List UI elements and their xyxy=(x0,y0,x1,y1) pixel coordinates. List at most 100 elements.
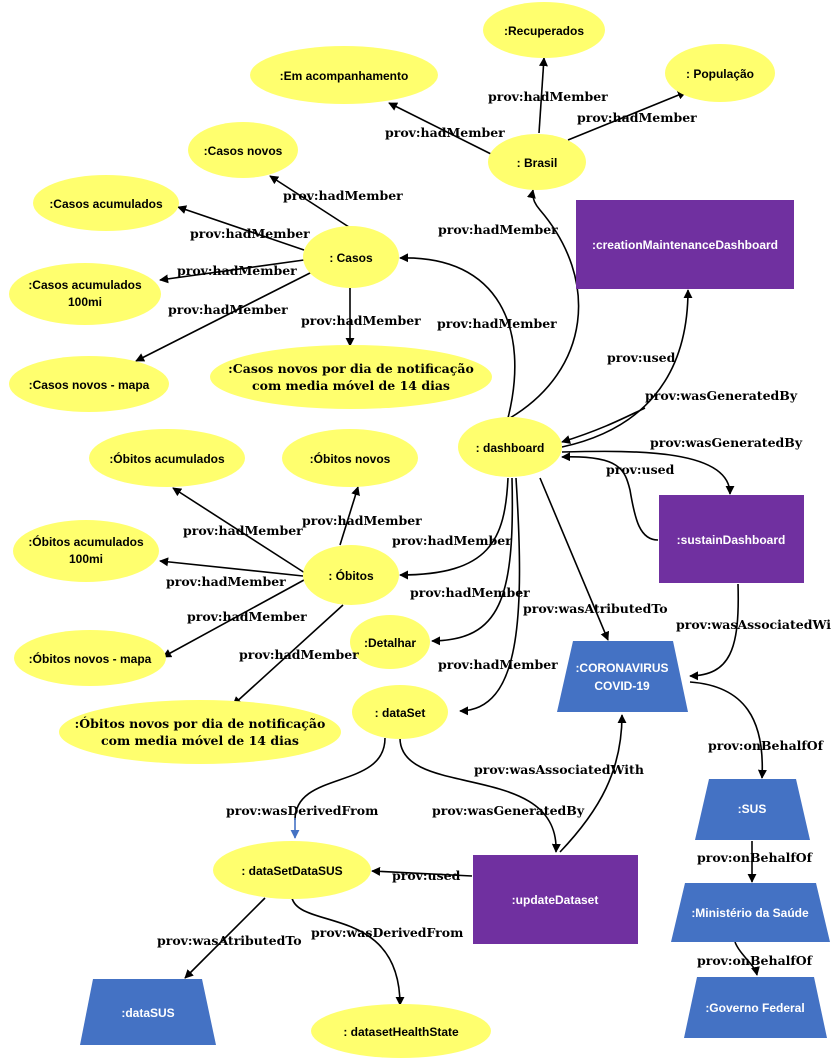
label-ministerio-behalf-governo: prov:onBehalfOf xyxy=(697,953,814,968)
activity-update-dataset[interactable]: :updateDataset xyxy=(473,855,638,944)
svg-text:: dataSetDataSUS: : dataSetDataSUS xyxy=(241,864,342,878)
edge-datasetdatasus-derived-healthstate xyxy=(291,897,405,1006)
agent-coronavirus[interactable]: :CORONAVIRUS COVID-19 xyxy=(557,641,688,712)
svg-text::Óbitos novos: :Óbitos novos xyxy=(310,451,391,466)
svg-text:: Brasil: : Brasil xyxy=(517,156,558,170)
svg-text::Recuperados: :Recuperados xyxy=(504,24,584,38)
edge-dashboard-generated-by-creation xyxy=(561,407,646,444)
activity-sustain-dashboard[interactable]: :sustainDashboard xyxy=(659,495,804,583)
svg-text:: datasetHealthState: : datasetHealthState xyxy=(343,1025,459,1039)
label-obitos-obitos-acumulados: prov:hadMember xyxy=(183,523,303,538)
svg-text::Óbitos acumulados: :Óbitos acumulados xyxy=(109,451,225,466)
label-casos-casos-novos: prov:hadMember xyxy=(283,188,403,203)
svg-text::Casos acumulados: :Casos acumulados xyxy=(28,278,142,292)
edge-casos-casos-acumulados xyxy=(177,205,305,251)
svg-text::Detalhar: :Detalhar xyxy=(364,636,416,650)
edge-ministerio-behalf-governo xyxy=(734,941,760,976)
edge-dashboard-brasil xyxy=(509,189,580,419)
agents: :CORONAVIRUS COVID-19 :SUS :Ministério d… xyxy=(80,641,830,1045)
label-casos-casos-media: prov:hadMember xyxy=(301,313,421,328)
entity-detalhar[interactable]: :Detalhar xyxy=(350,615,430,669)
entity-dataset[interactable]: : dataSet xyxy=(352,685,448,739)
svg-text::sustainDashboard: :sustainDashboard xyxy=(677,533,786,547)
edge-casos-casos-acumulados-100mi xyxy=(159,259,305,284)
entity-dashboard[interactable]: : dashboard xyxy=(458,417,562,477)
entity-obitos[interactable]: : Óbitos xyxy=(303,545,399,605)
edge-dashboard-dataset xyxy=(459,477,521,716)
svg-text::creationMaintenanceDashboard: :creationMaintenanceDashboard xyxy=(592,238,778,252)
agent-datasus[interactable]: :dataSUS xyxy=(80,979,216,1045)
entity-casos[interactable]: : Casos xyxy=(303,226,399,288)
svg-text:: Casos: : Casos xyxy=(329,251,373,265)
entity-casos-acumulados[interactable]: :Casos acumulados xyxy=(33,175,179,231)
activity-creation-maintenance-dashboard[interactable]: :creationMaintenanceDashboard xyxy=(576,200,794,289)
label-dashboard-generated-by-sustain: prov:wasGeneratedBy xyxy=(650,435,803,450)
agent-ministerio-saude[interactable]: :Ministério da Saúde xyxy=(671,883,830,942)
svg-text::updateDataset: :updateDataset xyxy=(512,893,599,907)
entity-obitos-acumulados[interactable]: :Óbitos acumulados xyxy=(89,429,245,487)
svg-text::Governo Federal: :Governo Federal xyxy=(705,1001,804,1015)
entity-casos-novos[interactable]: :Casos novos xyxy=(188,122,298,178)
entity-populacao[interactable]: : População xyxy=(665,44,775,102)
svg-text::Casos novos por dia de notifi: :Casos novos por dia de notificação xyxy=(228,361,474,376)
entity-recuperados[interactable]: :Recuperados xyxy=(483,2,605,58)
edge-dashboard-detalhar xyxy=(431,477,514,646)
entity-casos-acumulados-100mi[interactable]: :Casos acumulados 100mi xyxy=(9,263,161,325)
entity-em-acompanhamento[interactable]: :Em acompanhamento xyxy=(250,46,438,104)
edges xyxy=(135,57,767,1006)
edge-dashboard-attributed-coronavirus xyxy=(539,477,610,641)
svg-text::Óbitos novos - mapa: :Óbitos novos - mapa xyxy=(29,651,152,666)
label-dashboard-attributed-coronavirus: prov:wasAtributedTo xyxy=(523,601,668,616)
label-sus-behalf-ministerio: prov:onBehalfOf xyxy=(697,850,814,865)
entity-obitos-novos-mapa[interactable]: :Óbitos novos - mapa xyxy=(14,630,166,686)
edge-dataset-generated-by-update xyxy=(399,737,561,853)
activities: :creationMaintenanceDashboard :sustainDa… xyxy=(473,200,804,944)
svg-text::Casos acumulados: :Casos acumulados xyxy=(49,197,163,211)
label-sus-behalf-coronavirus: prov:onBehalfOf xyxy=(708,738,825,753)
entity-obitos-novos[interactable]: :Óbitos novos xyxy=(282,429,418,487)
entity-obitos-media[interactable]: :Óbitos novos por dia de notificação com… xyxy=(59,700,341,764)
label-dashboard-detalhar: prov:hadMember xyxy=(410,585,530,600)
label-update-associated-coronavirus: prov:wasAssociatedWith xyxy=(474,762,644,777)
entity-obitos-acumulados-100mi[interactable]: :Óbitos acumulados 100mi xyxy=(13,520,159,582)
svg-text::Casos novos: :Casos novos xyxy=(204,144,283,158)
entity-casos-media[interactable]: :Casos novos por dia de notificação com … xyxy=(210,345,492,409)
entity-dataset-health-state[interactable]: : datasetHealthState xyxy=(311,1004,491,1058)
edge-dashboard-used-creation xyxy=(561,289,693,448)
label-dashboard-used-sustain: prov:used xyxy=(606,462,675,477)
svg-text:: dataSet: : dataSet xyxy=(375,706,426,720)
entity-casos-novos-mapa[interactable]: :Casos novos - mapa xyxy=(9,356,169,412)
edge-obitos-obitos-novos-mapa xyxy=(162,579,305,658)
edge-casos-casos-novos xyxy=(269,175,353,230)
entity-dataset-datasus[interactable]: : dataSetDataSUS xyxy=(213,841,371,899)
svg-text::Em acompanhamento: :Em acompanhamento xyxy=(280,69,409,83)
label-casos-casos-acumulados-100mi: prov:hadMember xyxy=(177,263,297,278)
label-dashboard-used-creation: prov:used xyxy=(607,350,676,365)
edge-dashboard-casos xyxy=(399,253,516,419)
edge-update-associated-coronavirus xyxy=(559,714,627,853)
edge-brasil-recuperados xyxy=(538,57,548,134)
svg-text:100mi: 100mi xyxy=(69,552,103,566)
label-dashboard-obitos: prov:hadMember xyxy=(392,533,512,548)
entities: :Recuperados :Em acompanhamento : Popula… xyxy=(9,2,775,1058)
label-obitos-obitos-acumulados-100mi: prov:hadMember xyxy=(166,574,286,589)
entity-brasil[interactable]: : Brasil xyxy=(488,134,586,190)
agent-sus[interactable]: :SUS xyxy=(695,779,810,840)
label-datasetdatasus-attributed-datasus: prov:wasAtributedTo xyxy=(157,933,302,948)
label-casos-casos-acumulados: prov:hadMember xyxy=(190,226,310,241)
edge-obitos-obitos-acumulados-100mi xyxy=(159,557,304,577)
edge-dashboard-used-sustain xyxy=(561,452,659,541)
label-brasil-populacao: prov:hadMember xyxy=(577,110,697,125)
agent-governo-federal[interactable]: :Governo Federal xyxy=(684,977,827,1038)
svg-text:com media móvel de 14 dias: com media móvel de 14 dias xyxy=(252,378,450,393)
edge-update-used-datasetdatasus xyxy=(371,866,473,877)
edge-obitos-obitos-media xyxy=(232,604,344,706)
edge-brasil-populacao xyxy=(567,90,687,141)
edge-obitos-obitos-acumulados xyxy=(172,487,306,574)
label-dataset-generated-by-update: prov:wasGeneratedBy xyxy=(432,803,585,818)
label-sustain-associated-coronavirus: prov:wasAssociatedWith xyxy=(676,617,831,632)
edge-dashboard-obitos xyxy=(399,477,509,580)
edge-sus-behalf-coronavirus xyxy=(689,681,767,779)
svg-text:: dashboard: : dashboard xyxy=(476,441,545,455)
label-dashboard-generated-by-creation: prov:wasGeneratedBy xyxy=(645,388,798,403)
